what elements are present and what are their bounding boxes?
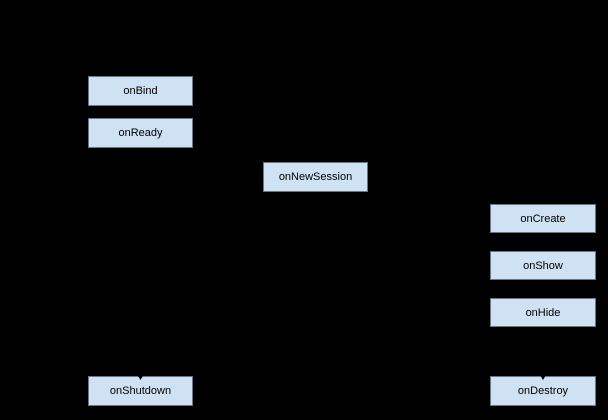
node-onnewsession: onNewSession [263, 162, 368, 192]
node-ondestroy: onDestroy [490, 375, 596, 406]
arrowhead-notch-icon [137, 375, 144, 380]
node-onnewsession-label: onNewSession [278, 171, 353, 183]
node-onbind: onBind [88, 76, 193, 106]
node-oncreate-label: onCreate [520, 213, 566, 225]
node-onshow-label: onShow [523, 260, 563, 272]
node-oncreate: onCreate [490, 204, 596, 233]
arrowhead-notch-icon [540, 375, 546, 380]
node-onhide-label: onHide [525, 307, 561, 319]
node-onhide: onHide [490, 298, 596, 327]
node-onready-label: onReady [118, 127, 163, 139]
node-onshow: onShow [490, 251, 596, 280]
node-ondestroy-label: onDestroy [517, 385, 569, 397]
node-onbind-label: onBind [123, 85, 158, 97]
node-onshutdown: onShutdown [88, 375, 193, 406]
node-onready: onReady [88, 118, 193, 148]
node-onshutdown-label: onShutdown [109, 385, 172, 397]
